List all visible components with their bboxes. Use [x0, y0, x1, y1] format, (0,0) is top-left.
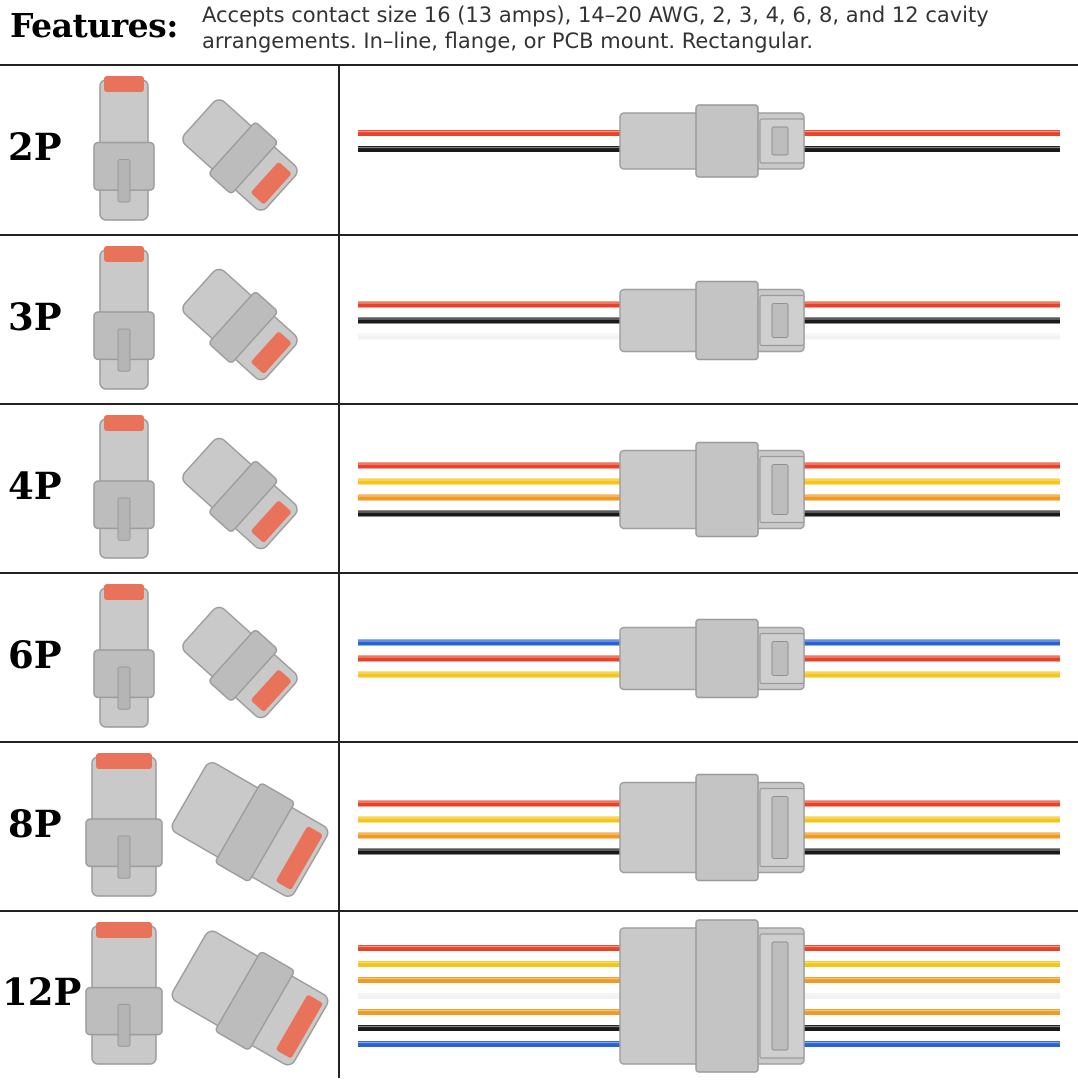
pin-count-label: 3P [8, 294, 62, 339]
latch-lock [771, 941, 789, 1051]
pin-count-label: 12P [2, 970, 82, 1014]
cable-assembly-image [358, 280, 1060, 361]
pin-count-label: 4P [8, 463, 62, 508]
latch-lock [771, 641, 789, 676]
housing-collar [695, 919, 759, 1073]
vertical-connector-image [93, 246, 155, 390]
connector-photos [93, 584, 298, 728]
connector-row: 3P [0, 234, 1078, 405]
features-description: Accepts contact size 16 (13 amps), 14–20… [202, 3, 989, 53]
connector-photos [93, 76, 298, 221]
connector-photos [85, 922, 329, 1066]
connector-row: 12P [0, 910, 1078, 1080]
connector-photos [85, 753, 329, 897]
housing-collar [695, 618, 759, 699]
vertical-connector-image [93, 76, 155, 221]
angled-connector-image [171, 930, 329, 1066]
features-label: Features: [10, 6, 178, 45]
connector-photos [93, 246, 298, 390]
features-header: Features: Accepts contact size 16 (13 am… [0, 0, 1078, 62]
angled-connector-image [182, 99, 298, 211]
pin-count-label: 6P [8, 632, 62, 677]
connector-table: 2P 3P 4P 6P 8P 12P [0, 64, 1078, 1078]
connector-row: 8P [0, 741, 1078, 912]
vertical-connector-image [93, 415, 155, 559]
cable-assembly-image [358, 919, 1060, 1073]
connector-row: 2P [0, 64, 1078, 236]
housing-collar [695, 441, 759, 538]
column-divider [338, 64, 340, 1078]
latch-lock [771, 796, 789, 859]
pin-count-label: 2P [8, 125, 62, 169]
housing-collar [695, 280, 759, 361]
cable-assembly-image [358, 104, 1060, 178]
vertical-connector-image [85, 922, 163, 1065]
latch-lock [771, 464, 789, 515]
latch-lock [771, 303, 789, 338]
cable-assembly-image [358, 441, 1060, 538]
angled-connector-image [182, 268, 298, 381]
cable-assembly-image [358, 773, 1060, 882]
vertical-connector-image [93, 584, 155, 728]
cable-assembly-image [358, 618, 1060, 699]
connector-photos [93, 415, 298, 559]
angled-connector-image [182, 437, 298, 550]
vertical-connector-image [85, 753, 163, 897]
housing-collar [695, 773, 759, 882]
latch-lock [771, 126, 789, 156]
angled-connector-image [171, 762, 329, 897]
angled-connector-image [182, 606, 298, 719]
connector-row: 6P [0, 572, 1078, 743]
housing-collar [695, 104, 759, 178]
connector-row: 4P [0, 403, 1078, 574]
pin-count-label: 8P [8, 801, 62, 846]
